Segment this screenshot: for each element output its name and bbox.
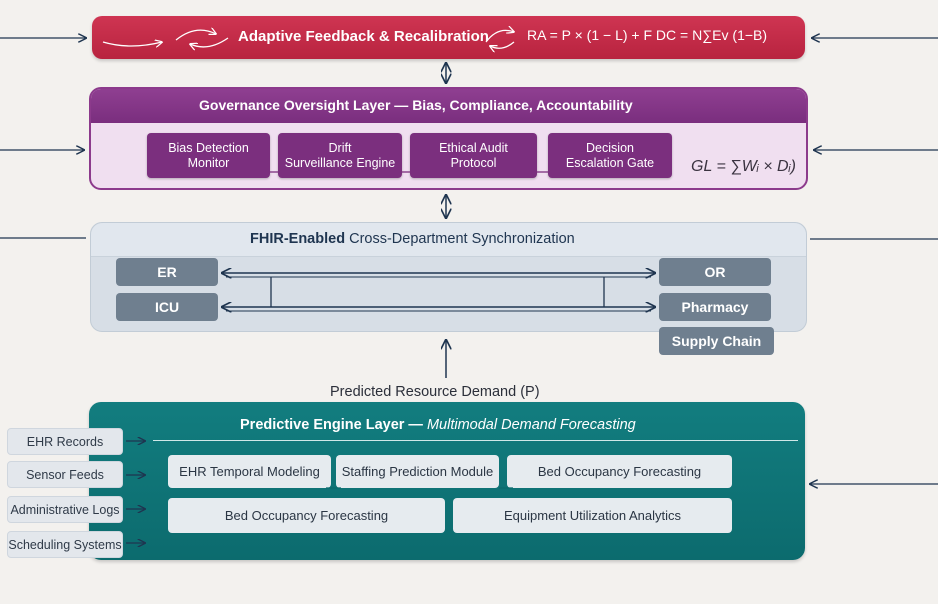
governance-title: Governance Oversight Layer — Bias, Compl… <box>199 97 633 113</box>
fhir-title-bold: FHIR-Enabled <box>250 231 346 247</box>
feedback-title: Adaptive Feedback & Recalibration <box>238 28 489 45</box>
dept-icu: ICU <box>116 293 218 321</box>
predictive-title: Predictive Engine Layer — Multimodal Dem… <box>240 417 636 433</box>
predictive-title-italic: Multimodal Demand Forecasting <box>422 417 636 433</box>
equipment-utilization-analytics: Equipment Utilization Analytics <box>453 498 732 533</box>
dept-supply-chain: Supply Chain <box>659 327 774 355</box>
predicted-demand-label: Predicted Resource Demand (P) <box>330 384 540 400</box>
staffing-prediction-module: Staffing Prediction Module <box>336 455 499 488</box>
feedback-formula: RA = P × (1 − L) + F DC = N∑Ev (1−B) <box>527 27 768 43</box>
module-line: Protocol <box>450 155 497 170</box>
fhir-title: FHIR-Enabled Cross-Department Synchroniz… <box>250 231 575 247</box>
source-administrative-logs: Administrative Logs <box>7 496 123 523</box>
dept-pharmacy: Pharmacy <box>659 293 771 321</box>
fhir-header <box>91 223 806 257</box>
predictive-divider <box>153 440 798 441</box>
source-scheduling-systems: Scheduling Systems <box>7 531 123 558</box>
source-sensor-feeds: Sensor Feeds <box>7 461 123 488</box>
bed-occupancy-forecasting-2: Bed Occupancy Forecasting <box>168 498 445 533</box>
dept-er: ER <box>116 258 218 286</box>
module-line: Monitor <box>187 155 230 170</box>
module-line: Drift <box>328 140 352 155</box>
governance-formula: GL = ∑Wᵢ × Dᵢ) <box>691 158 796 175</box>
fhir-title-rest: Cross-Department Synchronization <box>345 231 575 247</box>
predictive-title-bold: Predictive Engine Layer — <box>240 417 423 433</box>
module-line: Surveillance Engine <box>284 155 396 170</box>
bed-occupancy-forecasting: Bed Occupancy Forecasting <box>507 455 732 488</box>
ehr-temporal-modeling: EHR Temporal Modeling <box>168 455 331 488</box>
dept-or: OR <box>659 258 771 286</box>
module-line: Ethical Audit <box>439 140 508 155</box>
governance-header <box>91 89 806 123</box>
source-ehr-records: EHR Records <box>7 428 123 455</box>
module-line: Decision <box>586 140 634 155</box>
module-line: Bias Detection <box>168 140 249 155</box>
module-line: Escalation Gate <box>565 155 655 170</box>
